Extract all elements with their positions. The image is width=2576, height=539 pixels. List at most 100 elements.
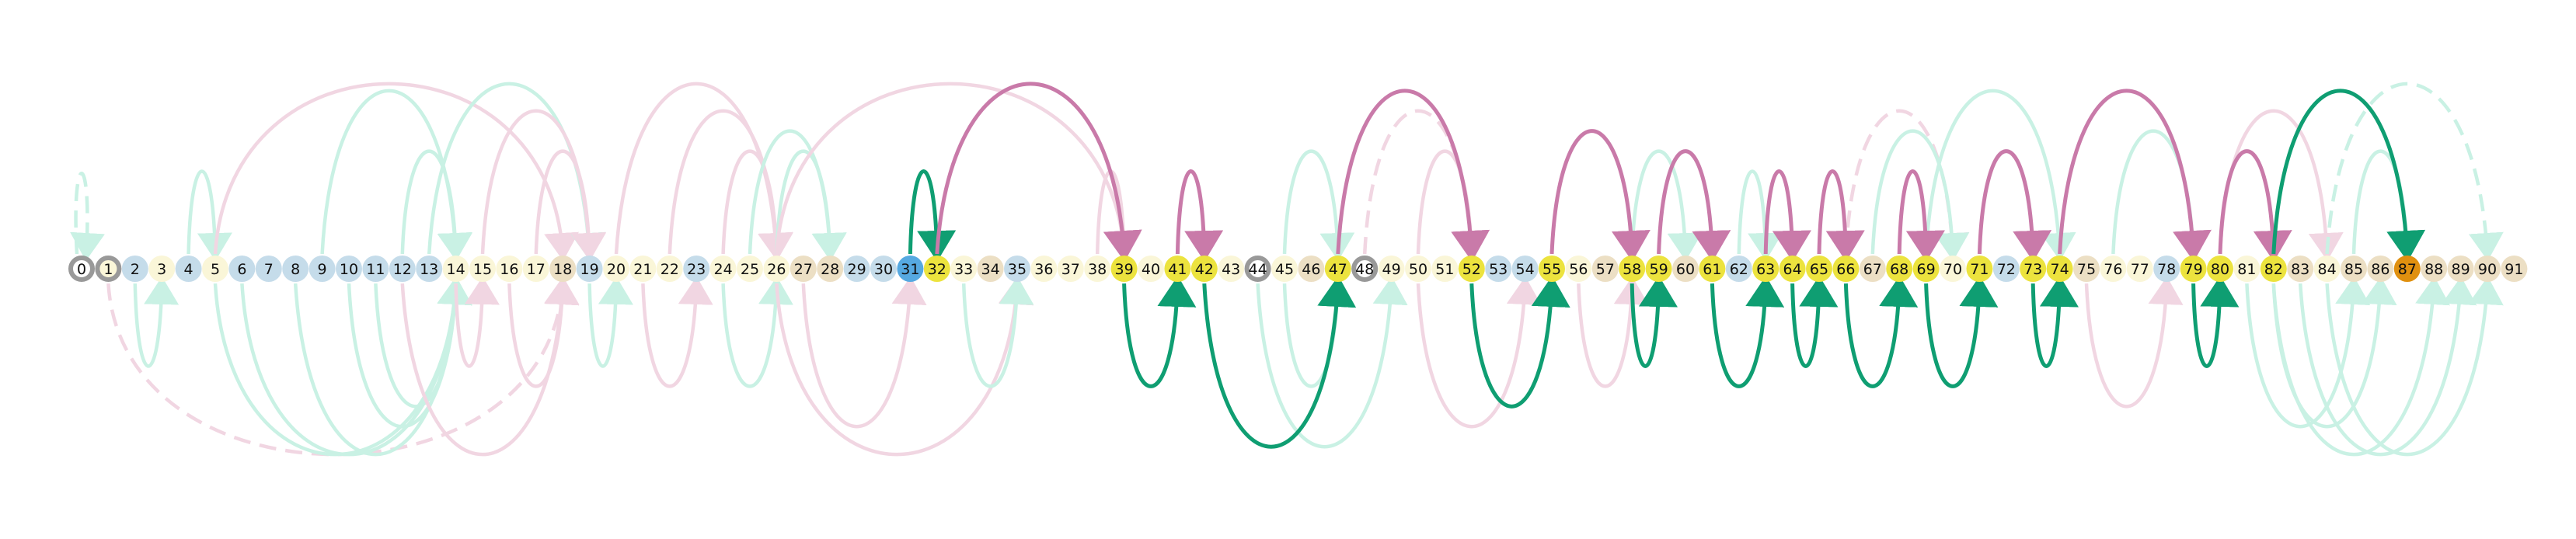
green-edge-73-to-74	[2030, 276, 2079, 368]
node-circle	[2260, 256, 2287, 282]
faint-green-edge-19-to-20	[587, 276, 633, 368]
node-43: 43	[1218, 256, 1245, 282]
node-65: 65	[1806, 256, 1832, 282]
green-edge-61-to-63	[1710, 276, 1785, 388]
node-label: 19	[580, 261, 599, 278]
node-circle	[282, 256, 309, 282]
faint-green-edge-62-to-63	[1737, 169, 1783, 261]
node-58: 58	[1619, 256, 1646, 282]
faint-pink-edge-14-to-15	[454, 276, 500, 368]
node-label: 91	[2505, 261, 2523, 278]
node-label: 78	[2157, 261, 2176, 278]
node-circle	[336, 256, 362, 282]
node-label: 47	[1329, 261, 1347, 278]
node-circle	[2474, 256, 2501, 282]
faint-green-edge-76-to-79	[2111, 129, 2210, 261]
node-label: 71	[1970, 261, 1989, 278]
node-label: 8	[291, 261, 300, 278]
node-47: 47	[1324, 256, 1351, 282]
node-circle	[2020, 256, 2047, 282]
node-72: 72	[1992, 256, 2020, 282]
faint-green-edge-11-to-14	[374, 276, 472, 409]
node-label: 85	[2344, 261, 2363, 278]
node-67: 67	[1859, 256, 1886, 282]
green-edge-42-to-47	[1202, 276, 1357, 449]
faint-green-edge-6-to-14	[240, 276, 472, 457]
node-80: 80	[2207, 256, 2233, 282]
faint-green-edge-24-to-26	[721, 276, 793, 388]
node-label: 35	[1008, 261, 1027, 278]
node-label: 87	[2398, 261, 2417, 278]
node-56: 56	[1565, 256, 1592, 282]
node-32: 32	[923, 256, 950, 282]
node-label: 39	[1115, 261, 1134, 278]
node-label: 64	[1783, 261, 1802, 278]
node-label: 6	[237, 261, 246, 278]
node-label: 77	[2131, 261, 2149, 278]
node-circle	[1431, 256, 1459, 282]
node-53: 53	[1485, 256, 1512, 282]
node-label: 24	[714, 261, 733, 278]
node-label: 27	[794, 261, 813, 278]
faint-green-edge-4-to-5	[186, 169, 232, 261]
node-label: 13	[420, 261, 438, 278]
node-circle	[763, 256, 790, 282]
node-circle	[469, 256, 496, 282]
node-17: 17	[522, 256, 549, 282]
node-29: 29	[843, 256, 870, 282]
node-83: 83	[2287, 256, 2314, 282]
node-0: 0	[68, 256, 95, 282]
node-26: 26	[763, 256, 790, 282]
node-label: 83	[2291, 261, 2309, 278]
node-85: 85	[2341, 256, 2367, 282]
node-21: 21	[629, 256, 657, 282]
node-label: 84	[2318, 261, 2337, 278]
node-25: 25	[737, 256, 763, 282]
pink-edge-47-to-52	[1336, 89, 1490, 262]
node-circle	[2180, 256, 2207, 282]
faint-green-edge-12-to-14	[400, 149, 473, 261]
node-circle	[1806, 256, 1832, 282]
node-label: 46	[1302, 261, 1320, 278]
pink-edge-59-to-61	[1657, 149, 1731, 262]
node-label: 11	[366, 261, 385, 278]
node-circle	[1351, 256, 1379, 282]
node-circle	[1859, 256, 1886, 282]
node-20: 20	[603, 256, 629, 282]
node-circle	[1779, 256, 1806, 282]
node-10: 10	[336, 256, 362, 282]
faint-green-edge-33-to-35	[961, 276, 1034, 388]
node-circle	[255, 256, 282, 282]
node-87: 87	[2393, 256, 2421, 282]
node-label: 48	[1355, 261, 1374, 278]
pink-edge-41-to-42	[1175, 169, 1224, 262]
node-circle	[2046, 256, 2073, 282]
faint-pink-edge-75-to-78	[2084, 276, 2184, 409]
green-edge-58-to-59	[1630, 276, 1678, 368]
node-circle	[2421, 256, 2448, 282]
node-3: 3	[148, 256, 176, 282]
strong-edge-layer	[908, 82, 2426, 449]
node-40: 40	[1138, 256, 1164, 282]
node-52: 52	[1458, 256, 1485, 282]
node-label: 63	[1756, 261, 1775, 278]
node-label: 2	[131, 261, 140, 278]
node-circle	[1244, 256, 1271, 282]
faint-green-edge-81-to-85	[2245, 276, 2371, 429]
node-label: 76	[2104, 261, 2122, 278]
node-circle	[737, 256, 763, 282]
node-label: 60	[1676, 261, 1695, 278]
node-75: 75	[2073, 256, 2100, 282]
green-edge-64-to-65	[1790, 276, 1839, 368]
faint-green-edge-84-to-90	[2325, 82, 2504, 261]
node-69: 69	[1912, 256, 1940, 282]
node-label: 70	[1943, 261, 1962, 278]
node-circle	[1992, 256, 2020, 282]
node-circle	[2501, 256, 2528, 282]
node-label: 89	[2452, 261, 2470, 278]
node-circle	[603, 256, 629, 282]
node-label: 30	[874, 261, 893, 278]
node-31: 31	[897, 256, 924, 282]
node-circle	[1218, 256, 1245, 282]
